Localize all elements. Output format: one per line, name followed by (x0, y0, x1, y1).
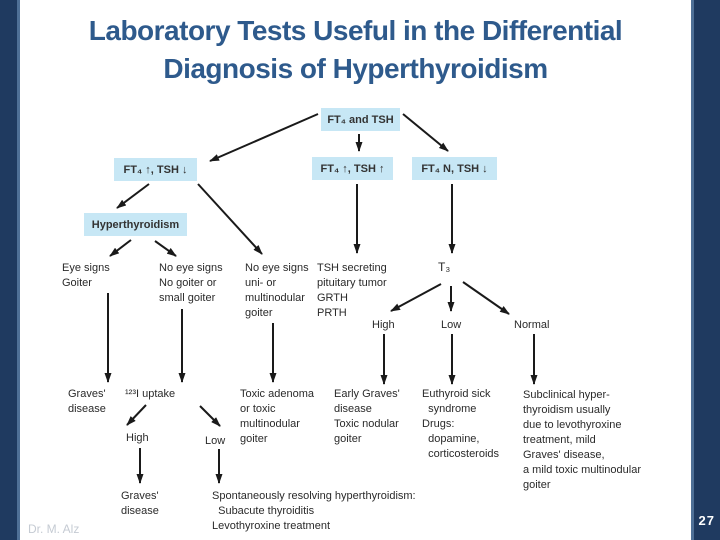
label-early-graves: Early Graves' disease Toxic nodular goit… (334, 388, 400, 445)
connector-t3-to-high (390, 283, 442, 312)
label-euthyroid-sick: Euthyroid sick syndrome Drugs: dopamine,… (422, 388, 500, 460)
left-accent-bar (0, 0, 20, 540)
slide-title-line1: Laboratory Tests Useful in the Different… (88, 15, 623, 46)
label-graves-disease: Graves' disease (68, 388, 106, 415)
label-uptake-low: Low (205, 435, 226, 447)
label-t3-low: Low (441, 319, 462, 331)
label-eye-signs-goiter: Eye signs Goiter (62, 262, 110, 289)
label-t3-normal: Normal (514, 319, 550, 331)
connector-tshdown-to-multinodular (197, 183, 263, 255)
page-number: 27 (698, 513, 715, 528)
connector-hyperthyroidism-to-no-eye-signs (154, 240, 177, 257)
label-iodine-123-uptake: ¹²³I uptake (125, 388, 176, 400)
label-uptake-high: High (126, 432, 149, 444)
node-ft4-up-tsh-up: FT₄ ↑, TSH ↑ (312, 157, 393, 180)
label-t3-high: High (372, 319, 395, 331)
slide-title-line2: Diagnosis of Hyperthyroidism (163, 53, 548, 84)
label-tsh-secreting-tumor: TSH secreting pituitary tumor GRTH PRTH (317, 262, 387, 319)
connector-uptake-to-high (126, 404, 147, 426)
slide-title: Laboratory Tests Useful in the Different… (22, 12, 689, 88)
label-no-eye-signs-small-goiter: No eye signs No goiter or small goiter (159, 262, 223, 304)
node-ft4-up-tsh-down: FT₄ ↑, TSH ↓ (114, 158, 197, 181)
label-no-eye-signs-multinodular: No eye signs uni- or multinodular goiter (245, 262, 309, 319)
connector-t3-to-normal (462, 281, 510, 315)
label-t3: T₃ (438, 260, 451, 274)
node-ft4-and-tsh: FT₄ and TSH (321, 108, 400, 131)
node-ft4-n-tsh-down: FT₄ N, TSH ↓ (412, 157, 497, 180)
label-spontaneously-resolving: Spontaneously resolving hyperthyroidism:… (212, 490, 416, 532)
author-credit: Dr. M. Alz (28, 522, 80, 536)
right-accent-bar: 27 (691, 0, 720, 540)
label-toxic-adenoma: Toxic adenoma or toxic multinodular goit… (240, 388, 314, 445)
connector-uptake-to-low (199, 405, 221, 427)
label-uptake-high-graves: Graves' disease (121, 490, 159, 517)
connector-root-to-ft4up-tshdown (209, 113, 319, 162)
connector-hyperthyroidism-to-eye-signs (109, 239, 132, 257)
node-hyperthyroidism: Hyperthyroidism (84, 213, 187, 236)
connector-root-to-ft4n-tshdown (402, 113, 449, 152)
connector-tshdown-to-hyperthyroidism (116, 183, 150, 209)
label-subclinical-hyperthyroidism: Subclinical hyper- thyroidism usually du… (523, 389, 641, 491)
